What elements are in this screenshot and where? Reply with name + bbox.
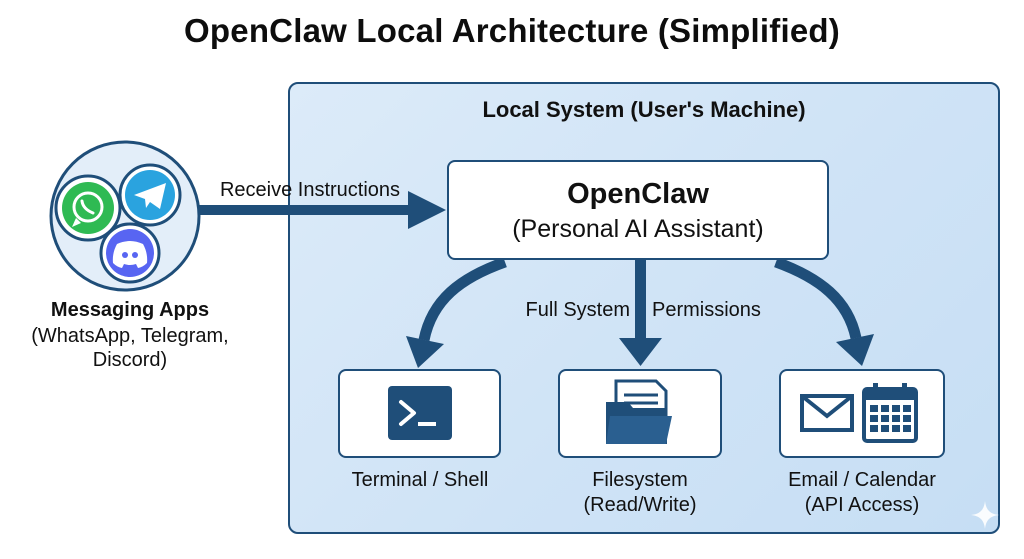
full-system-label: Full System [525, 299, 630, 321]
receive-instructions-label: Receive Instructions [219, 179, 401, 201]
filesystem-label: Filesystem (Read/Write) [540, 468, 740, 518]
email-calendar-label: Email / Calendar (API Access) [762, 468, 962, 518]
receive-arrow [196, 191, 446, 229]
page-title: OpenClaw Local Architecture (Simplified) [184, 12, 840, 49]
filesystem-label-line1: Filesystem [592, 469, 688, 491]
arrow-to-filesystem [619, 260, 662, 366]
messaging-apps-title: Messaging Apps [50, 299, 210, 321]
whatsapp-icon [54, 174, 122, 242]
messaging-apps-subtitle: (WhatsApp, Telegram, Discord) [20, 324, 240, 372]
terminal-label: Terminal / Shell [351, 469, 489, 491]
filesystem-label-line2: (Read/Write) [583, 494, 697, 516]
envelope-icon [800, 394, 854, 432]
email-calendar-label-line2: (API Access) [804, 494, 920, 516]
calendar-icon [862, 383, 918, 443]
openclaw-title: OpenClaw [567, 178, 709, 210]
permissions-label: Permissions [652, 299, 761, 321]
arrow-to-terminal [406, 256, 507, 368]
local-system-title: Local System (User's Machine) [482, 97, 806, 122]
folder-document-icon [606, 379, 672, 444]
messaging-apps-subtitle-line2: Discord) [92, 349, 168, 371]
openclaw-subtitle: (Personal AI Assistant) [512, 215, 764, 243]
email-calendar-label-line1: Email / Calendar [788, 469, 936, 491]
openclaw-node [447, 160, 829, 260]
telegram-icon [118, 163, 182, 227]
terminal-icon [388, 386, 452, 440]
arrow-to-email-calendar [774, 256, 874, 366]
messaging-apps-subtitle-line1: (WhatsApp, Telegram, [31, 325, 229, 347]
sparkle-icon [971, 501, 999, 529]
discord-icon [99, 222, 161, 284]
